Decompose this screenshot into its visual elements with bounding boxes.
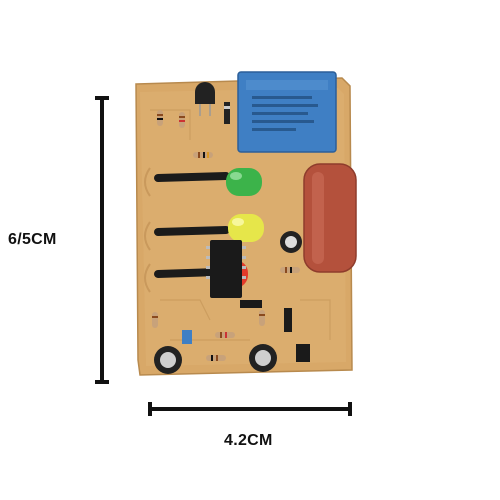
electrolytic-capacitor: [154, 231, 302, 374]
relay: [237, 71, 337, 153]
small-components: [182, 300, 310, 362]
ic-chip: [206, 240, 246, 298]
terminal-wires: [144, 167, 230, 293]
height-dimension-bar: [95, 96, 109, 384]
height-dimension-label: 6/5CM: [8, 231, 57, 248]
film-capacitor: [303, 163, 357, 273]
transistor: [195, 82, 215, 116]
diode: [224, 102, 230, 124]
width-dimension-label: 4.2CM: [224, 432, 273, 449]
resistors: [152, 110, 300, 361]
green-led: [226, 168, 262, 196]
yellow-led: [228, 214, 264, 242]
width-dimension-bar: [148, 402, 352, 416]
